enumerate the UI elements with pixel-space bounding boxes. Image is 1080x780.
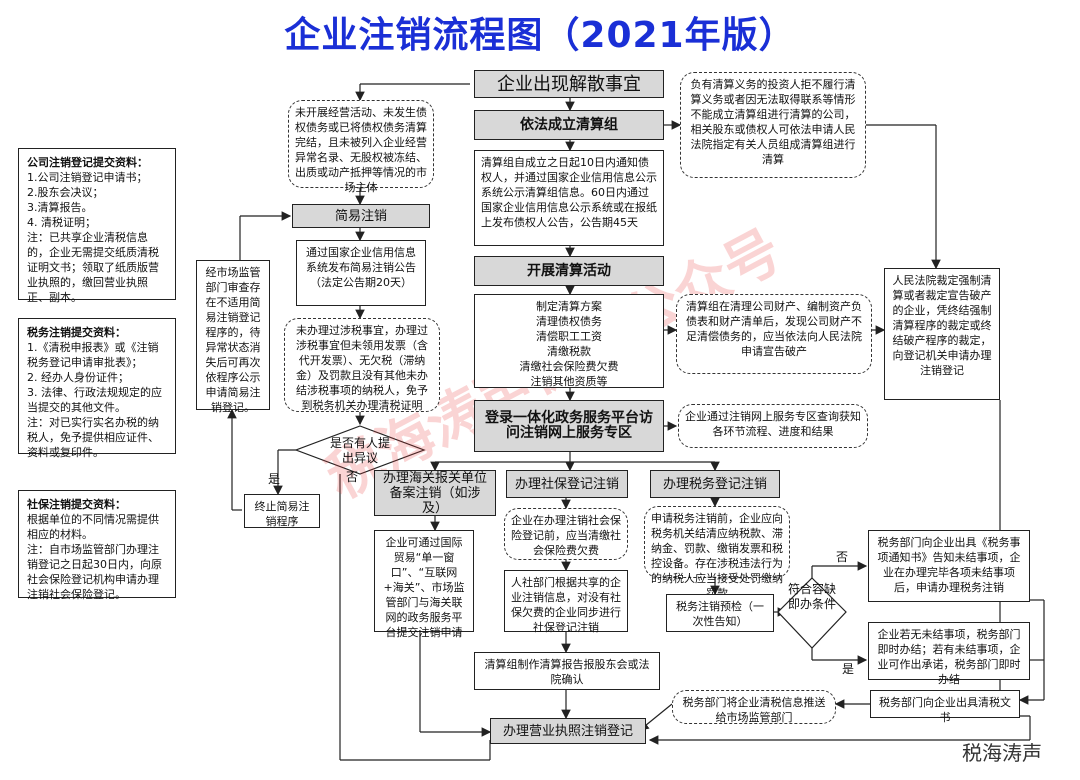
tax-materials-panel: 税务注销提交资料： 1.《清税申报表》或《注销税务登记申请审批表》； 2. 经办… xyxy=(18,318,176,459)
tax-immediate-completion: 企业若无未结事项，税务部门即时办结；若有未结事项，企业可作出承诺，税务部门即时办… xyxy=(868,622,1030,686)
tax-info-push-note: 税务部门将企业清税信息推送给市场监管部门 xyxy=(672,690,836,724)
court-appointed-liquidation-note: 负有清算义务的投资人拒不履行清算义务或者因无法取得联系等情形不能成立清算组进行清… xyxy=(680,72,866,178)
tax-material-line: 3. 法律、行政法规规定的应当提交的其他文件。 xyxy=(27,386,162,414)
activity-item: 制定清算方案 xyxy=(536,300,602,313)
social-insurance-deregistration-node: 办理社保登记注销 xyxy=(506,470,628,498)
company-material-line: 1.公司注销登记申请书； xyxy=(27,171,148,184)
objection-diamond xyxy=(294,425,426,475)
bankruptcy-application-note: 清算组在清理公司财产、编制资产负债表和财产清单后，发现公司财产不足清偿债务的，应… xyxy=(676,294,872,374)
creditor-notice-node: 清算组自成立之日起10日内通知债权人，并通过国家企业信用信息公示系统公示清算组信… xyxy=(474,150,664,246)
liquidation-activities-node: 开展清算活动 xyxy=(474,256,664,286)
company-materials-panel: 公司注销登记提交资料： 1.公司注销登记申请书； 2.股东会决议； 3.清算报告… xyxy=(18,148,176,304)
condition-question: 符合容缺即办条件 xyxy=(787,582,836,611)
company-material-line: 3.清算报告。 xyxy=(27,201,93,214)
tax-precheck-node: 税务注销预检（一次性告知） xyxy=(666,594,774,632)
tax-deregistration-node: 办理税务登记注销 xyxy=(650,470,780,498)
tax-materials-heading: 税务注销提交资料： xyxy=(27,326,126,339)
government-platform-node: 登录一体化政务服务平台访问注销网上服务专区 xyxy=(474,400,664,452)
social-materials-panel: 社保注销提交资料： 根据单位的不同情况需提供相应的材料。 注：自市场监管部门办理… xyxy=(18,490,176,601)
page-title: 企业注销流程图（2021年版） xyxy=(284,15,796,56)
market-review-note: 经市场监管部门审查存在不适用简易注销登记程序的，待异常状态消失后可再次依程序公示… xyxy=(196,260,270,414)
tax-material-note: 注：对已实行实名办税的纳税人，免予提供相应证件、资料或复印件。 xyxy=(27,416,159,459)
tax-clearance-certificate: 税务部门向企业出具清税文书 xyxy=(870,690,1020,724)
condition-yes-label: 是 xyxy=(842,662,855,676)
activity-item: 清缴社会保险费欠费 xyxy=(519,360,619,373)
activity-item: 注销其他资质等 xyxy=(530,375,608,388)
tax-material-line: 2. 经办人身份证件； xyxy=(27,371,129,384)
company-material-line: 4. 清税证明； xyxy=(27,216,96,229)
company-material-note: 注：已共享企业清税信息的，企业无需提交纸质清税证明文书；领取了纸质版营业执照的，… xyxy=(27,231,159,304)
social-arrears-note: 企业在办理注销社会保险登记前，应当清缴社会保险费欠费 xyxy=(504,508,628,560)
activity-item: 清偿职工工资 xyxy=(536,330,602,343)
objection-question: 是否有人提出异议 xyxy=(329,436,390,465)
liquidation-team-node: 依法成立清算组 xyxy=(474,110,664,140)
tax-pending-notice: 税务部门向企业出具《税务事项通知书》告知未结事项，企业在办理完毕各项未结事项后，… xyxy=(868,530,1030,602)
simple-deregistration-node: 简易注销 xyxy=(292,204,430,228)
court-ruling-node: 人民法院裁定强制清算或者裁定宣告破产的企业，凭终结强制清算程序的裁定或终结破产程… xyxy=(884,268,1000,400)
activity-item: 清缴税款 xyxy=(547,345,591,358)
simple-deregistration-conditions: 未开展经营活动、未发生债权债务或已将债权债务清算完结，且未被列入企业经营异常名录… xyxy=(288,100,434,194)
liquidation-report-node: 清算组制作清算报告报股东会或法院确认 xyxy=(474,652,660,690)
tax-settlement-note: 申请税务注销前，企业应向税务机关结清应纳税款、滞纳金、罚款、缴销发票和税控设备。… xyxy=(644,506,790,600)
simple-deregistration-notice: 通过国家企业信用信息系统发布简易注销公告（法定公告期20天） xyxy=(296,240,426,306)
condition-no-label: 否 xyxy=(836,550,849,564)
social-materials-heading: 社保注销提交资料： xyxy=(27,498,126,511)
brand-signature: 税海涛声 xyxy=(962,741,1042,765)
terminate-simple-procedure: 终止简易注销程序 xyxy=(244,494,320,528)
company-material-line: 2.股东会决议； xyxy=(27,186,104,199)
objection-no-label: 否 xyxy=(346,470,359,484)
social-material-line: 根据单位的不同情况需提供相应的材料。 xyxy=(27,513,159,541)
platform-query-note: 企业通过注销网上服务专区查询获知各环节流程、进度和结果 xyxy=(678,404,868,448)
customs-deregistration-node: 办理海关报关单位备案注销（如涉及） xyxy=(374,470,496,516)
customs-channel-note: 企业可通过国际贸易“单一窗口”、“互联网+海关”、市场监管部门与海关联网的政务服… xyxy=(374,530,474,639)
social-sync-note: 人社部门根据共享的企业注销信息，对没有社保欠费的企业同步进行社保登记注销 xyxy=(504,570,628,634)
simple-tax-exemption: 未办理过涉税事宜，办理过涉税事宜但未领用发票（含代开发票）、无欠税（滞纳金）及罚… xyxy=(284,318,440,412)
social-material-note: 注：自市场监管部门办理注销登记之日起30日内，向原社会保险登记机构申请办理注销社… xyxy=(27,543,162,601)
company-materials-heading: 公司注销登记提交资料： xyxy=(27,156,148,169)
tax-material-line: 1.《清税申报表》或《注销税务登记申请审批表》； xyxy=(27,341,159,369)
business-license-deregistration-node: 办理营业执照注销登记 xyxy=(490,718,646,744)
dissolution-event-node: 企业出现解散事宜 xyxy=(474,70,664,98)
objection-yes-label: 是 xyxy=(268,472,281,486)
liquidation-activity-list: 制定清算方案 清理债权债务 清偿职工工资 清缴税款 清缴社会保险费欠费 注销其他… xyxy=(474,294,664,388)
condition-diamond xyxy=(777,577,847,649)
activity-item: 清理债权债务 xyxy=(536,315,602,328)
